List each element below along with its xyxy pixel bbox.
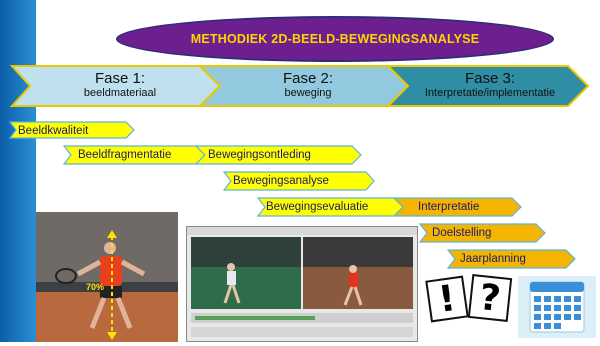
step-label-5: Bewegingsevaluatie (266, 200, 369, 213)
step-label-4: Bewegingsanalyse (233, 174, 329, 187)
title-banner: METHODIEK 2D-BEELD-BEWEGINGSANALYSE (116, 16, 554, 62)
page-title: METHODIEK 2D-BEELD-BEWEGINGSANALYSE (190, 32, 480, 46)
phase-2-label: Fase 2: beweging (228, 70, 388, 100)
exclamation-card: ! (425, 275, 469, 323)
phase-1-title: Fase 1: (94, 70, 146, 87)
step-arrow-1 (8, 121, 135, 139)
question-card: ? (467, 274, 513, 322)
step-label-2: Beeldfragmentatie (78, 148, 172, 161)
phase-1-label: Fase 1: beeldmateriaal (40, 70, 200, 100)
step-label-8: Jaarplanning (460, 252, 526, 265)
calendar-icon (518, 276, 596, 338)
phase-chevrons (9, 65, 590, 107)
video-analysis-screenshot (186, 226, 418, 342)
step-label-3: Bewegingsontleding (208, 148, 311, 161)
step-label-1: Beeldkwaliteit (18, 124, 89, 137)
phase-3-title: Fase 3: (464, 70, 516, 87)
step-arrow-4 (222, 171, 375, 191)
step-arrow-7 (418, 223, 546, 243)
step-arrow-3 (194, 145, 362, 165)
phase-3-chevron (385, 65, 590, 107)
phase-2-title: Fase 2: (282, 70, 334, 87)
step-label-7: Doelstelling (432, 226, 492, 239)
step-label-6: Interpretatie (418, 200, 480, 213)
step-arrow-6 (392, 197, 522, 217)
tennis-player-photo: 70% (36, 212, 178, 342)
percentage-label: 70% (86, 282, 105, 292)
phase-3-label: Fase 3: Interpretatie/implementatie (410, 70, 570, 100)
phase-2-subtitle: beweging (284, 87, 332, 99)
phase-1-subtitle: beeldmateriaal (83, 87, 157, 99)
left-accent-bar (0, 0, 36, 342)
step-arrow-8 (446, 249, 576, 269)
phase-3-subtitle: Interpretatie/implementatie (424, 87, 556, 99)
